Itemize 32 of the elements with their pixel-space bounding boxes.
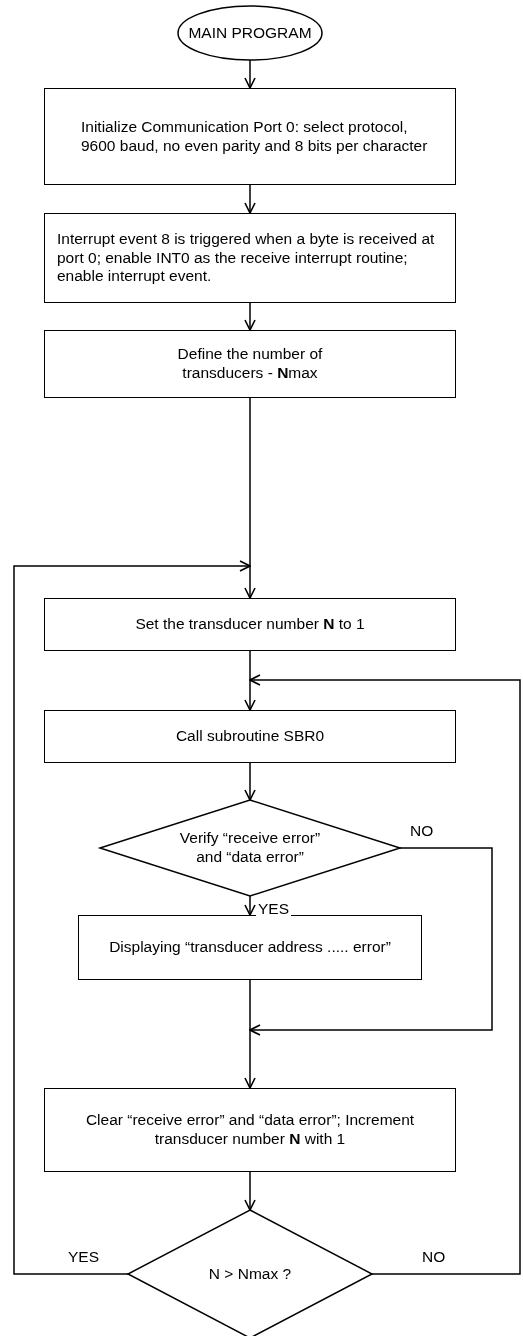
node-text: Define the number of transducers - Nmax	[176, 345, 324, 383]
arrow	[244, 59, 256, 89]
terminal-ellipse	[178, 6, 322, 60]
arrow	[244, 1029, 256, 1089]
arrow	[244, 762, 256, 801]
arrow	[244, 565, 256, 599]
node-text: Verify “receive error” and “data error”	[178, 829, 322, 867]
node-text: Call subroutine SBR0	[175, 727, 325, 746]
process-box	[44, 88, 456, 185]
decision-diamond	[128, 1210, 372, 1336]
arrow	[244, 302, 256, 331]
node-text: Displaying “transducer address ..... error”	[109, 938, 391, 957]
arrow	[13, 560, 251, 1275]
arrow	[244, 895, 256, 916]
node-text: Interrupt event 8 is triggered when a byte is received at port 0; enable INT0 as the receive interrupt routine; enable interrupt event.	[57, 230, 436, 286]
arrow	[244, 1171, 256, 1211]
decision-diamond	[100, 800, 400, 896]
node-text: Initialize Communication Port 0: select protocol, 9600 baud, no even parity and 8 bits per character	[81, 117, 429, 156]
process-box	[44, 330, 456, 398]
arrow	[244, 184, 256, 214]
arrow	[244, 679, 256, 711]
arrow	[249, 674, 521, 1275]
node-text: N > Nmax ?	[208, 1264, 292, 1284]
process-box	[44, 213, 456, 303]
process-box	[44, 598, 456, 651]
node-text: Clear “receive error” and “data error”; Increment transducer number N with 1	[84, 1111, 416, 1149]
process-box	[78, 915, 422, 980]
arrow	[249, 847, 493, 1036]
process-box	[44, 1088, 456, 1172]
node-text: Set the transducer number N to 1	[135, 615, 365, 634]
node-text: MAIN PROGRAM	[188, 23, 312, 43]
process-box	[44, 710, 456, 763]
